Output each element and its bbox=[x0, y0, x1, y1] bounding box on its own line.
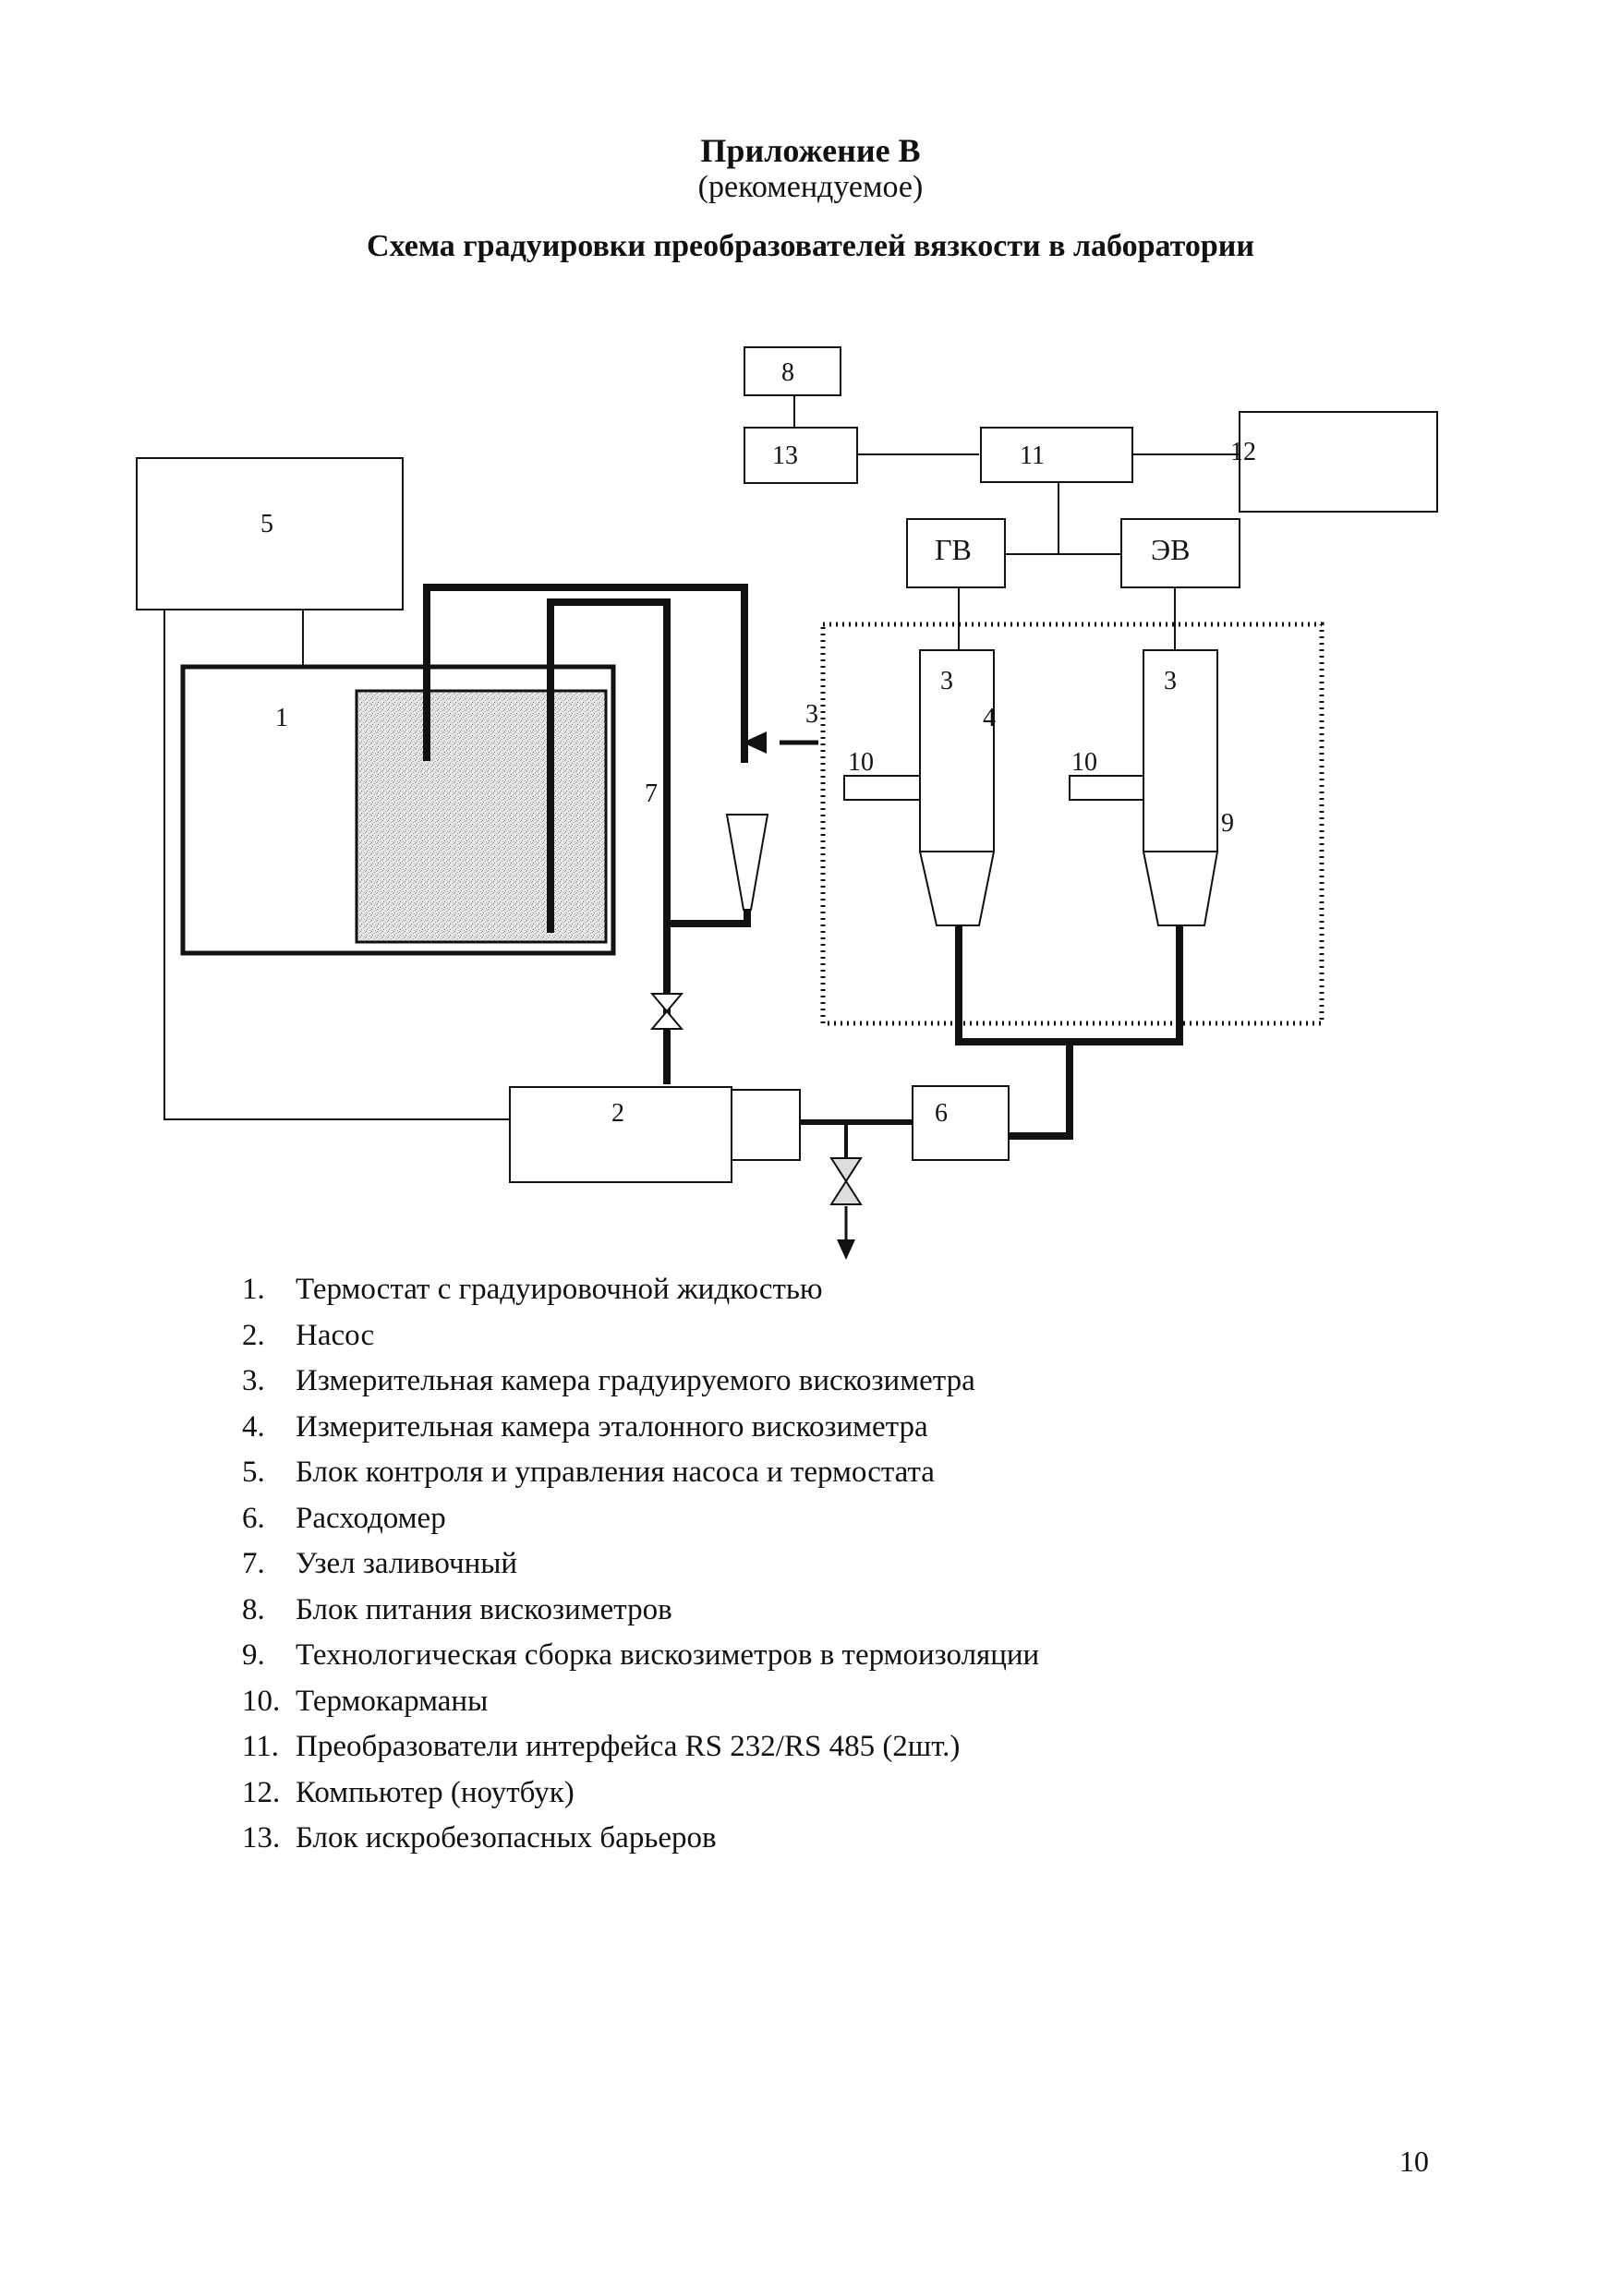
ev-box bbox=[1120, 518, 1240, 588]
interface-converter-box bbox=[980, 427, 1133, 483]
label-5: 5 bbox=[260, 510, 273, 538]
label-3-left: 3 bbox=[940, 667, 953, 695]
label-9: 9 bbox=[1221, 809, 1234, 838]
label-13: 13 bbox=[772, 441, 798, 470]
legend-item: 6.Расходомер bbox=[242, 1501, 446, 1535]
legend-item: 3.Измерительная камера градуируемого вис… bbox=[242, 1364, 975, 1397]
reference-viscometer-cone bbox=[1142, 851, 1219, 926]
power-supply-box bbox=[744, 346, 841, 396]
legend-item: 4.Измерительная камера эталонного вискоз… bbox=[242, 1409, 928, 1444]
gv-box bbox=[906, 518, 1006, 588]
legend-item: 2.Насос bbox=[242, 1318, 375, 1352]
thermowell-right bbox=[1069, 775, 1144, 801]
control-unit-box bbox=[136, 457, 404, 610]
appendix-title: Приложение В bbox=[700, 132, 921, 169]
inflow-arrow bbox=[743, 731, 767, 754]
appendix-subtitle: (рекомендуемое) bbox=[697, 170, 924, 204]
legend-item: 1.Термостат с градуировочной жидкостью bbox=[242, 1273, 823, 1306]
legend-item: 13.Блок искробезопасных барьеров bbox=[242, 1821, 717, 1855]
label-10-left: 10 bbox=[848, 748, 874, 777]
label-10-right: 10 bbox=[1071, 748, 1097, 777]
pump-motor-box bbox=[731, 1089, 801, 1161]
barrier-block-box bbox=[744, 427, 858, 484]
legend-item: 12.Компьютер (ноутбук) bbox=[242, 1775, 575, 1809]
reference-viscometer-chamber bbox=[1143, 649, 1218, 852]
filling-valve bbox=[649, 993, 684, 1030]
flowmeter-box bbox=[912, 1085, 1010, 1161]
page-number: 10 bbox=[1399, 2145, 1429, 2178]
label-1: 1 bbox=[275, 704, 288, 732]
scheme-caption: Схема градуировки преобразователей вязко… bbox=[367, 229, 1254, 263]
label-gv: ГВ bbox=[935, 533, 972, 566]
filling-funnel bbox=[725, 814, 769, 911]
label-ev: ЭВ bbox=[1151, 533, 1190, 566]
drain-arrow bbox=[837, 1239, 855, 1260]
legend-item: 5.Блок контроля и управления насоса и те… bbox=[242, 1456, 935, 1489]
legend-item: 9.Технологическая сборка вискозиметров в… bbox=[242, 1638, 1040, 1672]
legend-item: 7.Узел заливочный bbox=[242, 1547, 518, 1580]
legend-item: 11.Преобразователи интерфейса RS 232/RS … bbox=[242, 1730, 961, 1763]
label-11: 11 bbox=[1020, 441, 1045, 470]
label-7: 7 bbox=[645, 779, 658, 808]
calibration-liquid bbox=[355, 689, 608, 944]
label-2: 2 bbox=[611, 1099, 624, 1128]
calibrated-viscometer-cone bbox=[918, 851, 996, 926]
computer-box bbox=[1239, 411, 1438, 513]
thermo-insulation-enclosure bbox=[820, 622, 1325, 1026]
label-6: 6 bbox=[935, 1099, 948, 1128]
thermowell-left bbox=[843, 775, 921, 801]
legend-item: 8.Блок питания вискозиметров bbox=[242, 1592, 672, 1626]
label-4: 4 bbox=[983, 704, 996, 732]
label-3-right: 3 bbox=[1164, 667, 1177, 695]
label-8: 8 bbox=[781, 358, 794, 387]
calibration-scheme-diagram: 8 13 11 12 5 ГВ ЭВ 1 7 3 3 3 4 10 10 9 2… bbox=[136, 346, 1438, 1260]
drain-valve bbox=[829, 1157, 863, 1205]
legend-list: 1.Термостат с градуировочной жидкостью 2… bbox=[242, 1267, 1039, 1862]
label-12: 12 bbox=[1230, 438, 1256, 466]
label-3-side: 3 bbox=[805, 700, 818, 729]
legend-item: 10.Термокарманы bbox=[242, 1684, 489, 1718]
calibrated-viscometer-chamber bbox=[919, 649, 995, 852]
